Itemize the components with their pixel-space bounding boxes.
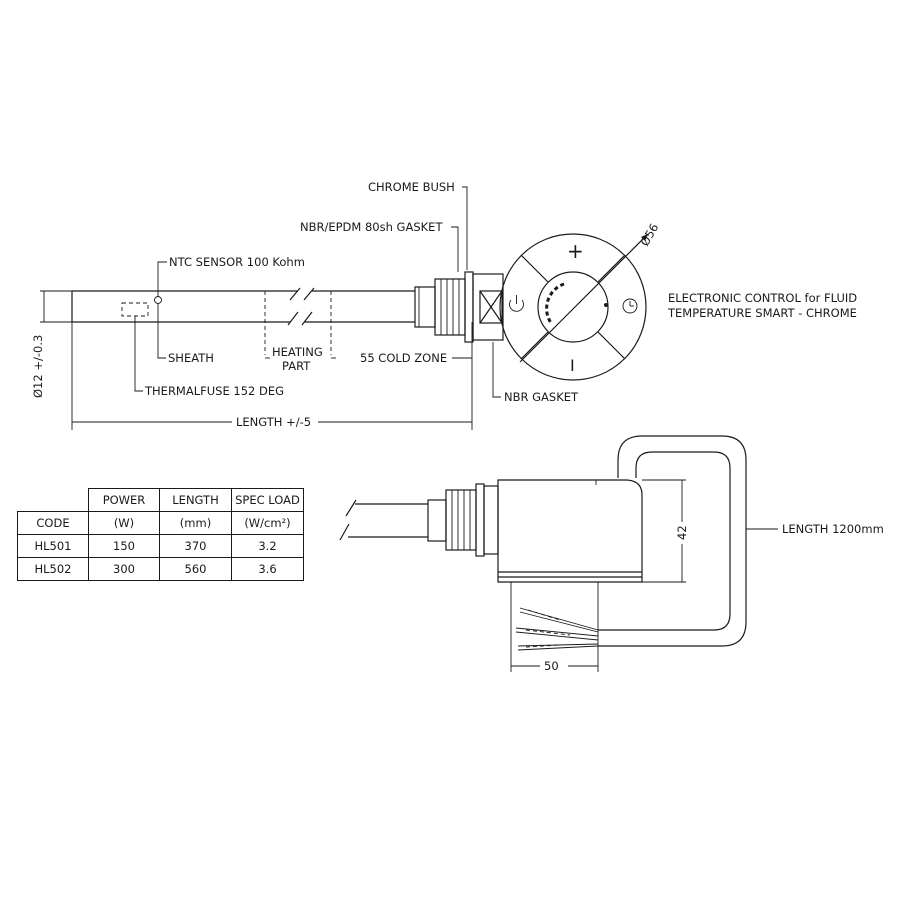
power-icon xyxy=(509,295,524,312)
table-subheader-row: CODE (W) (mm) (W/cm²) xyxy=(17,511,304,535)
label-chrome-bush: CHROME BUSH xyxy=(368,180,455,194)
clock-icon xyxy=(622,298,638,314)
table-cell: HL502 xyxy=(17,557,89,581)
table-cell: 3.2 xyxy=(231,534,304,558)
label-diameter-rod: Ø12 +/-0.3 xyxy=(31,335,45,398)
label-heating-part-1: HEATING xyxy=(272,345,323,359)
label-cold-zone: 55 COLD ZONE xyxy=(360,351,447,365)
table-header-cell xyxy=(17,488,89,512)
table-header-cell: POWER xyxy=(88,488,160,512)
heating-rod xyxy=(71,287,415,355)
table-cell: 300 xyxy=(88,557,160,581)
label-dim-50: 50 xyxy=(544,659,559,673)
table-header-cell: (mm) xyxy=(159,511,232,535)
table-cell: HL501 xyxy=(17,534,89,558)
label-thermalfuse: THERMALFUSE 152 DEG xyxy=(144,384,284,398)
table-cell: 150 xyxy=(88,534,160,558)
label-diameter-head: Ø56 xyxy=(637,221,661,249)
label-length: LENGTH +/-5 xyxy=(236,415,311,429)
label-cable-length: LENGTH 1200mm xyxy=(782,522,884,536)
table-header-cell: CODE xyxy=(17,511,89,535)
minus-symbol: I xyxy=(570,356,575,375)
control-side-view xyxy=(339,435,778,672)
table-header-cell: LENGTH xyxy=(159,488,232,512)
table-header-row: POWER LENGTH SPEC LOAD xyxy=(17,488,304,512)
spec-table: POWER LENGTH SPEC LOAD CODE (W) (mm) (W/… xyxy=(17,488,304,581)
label-dim-42: 42 xyxy=(675,525,689,540)
label-sheath: SHEATH xyxy=(168,351,214,365)
table-header-cell: SPEC LOAD xyxy=(231,488,304,512)
table-header-cell: (W) xyxy=(88,511,160,535)
label-control-1: ELECTRONIC CONTROL for FLUID xyxy=(668,291,857,305)
control-knob xyxy=(499,233,649,381)
table-cell: 370 xyxy=(159,534,232,558)
chrome-bush-fitting xyxy=(414,271,504,343)
table-cell: 560 xyxy=(159,557,232,581)
table-row: HL502 300 560 3.6 xyxy=(17,557,304,581)
table-cell: 3.6 xyxy=(231,557,304,581)
leader-lines xyxy=(40,186,501,430)
label-nbr-gasket: NBR GASKET xyxy=(504,390,579,404)
label-gasket-80sh: NBR/EPDM 80sh GASKET xyxy=(300,220,443,234)
label-heating-part-2: PART xyxy=(282,359,311,373)
label-control-2: TEMPERATURE SMART - CHROME xyxy=(667,306,857,320)
label-ntc-sensor: NTC SENSOR 100 Kohm xyxy=(169,255,305,269)
plus-symbol: + xyxy=(567,239,584,263)
table-row: HL501 150 370 3.2 xyxy=(17,534,304,558)
table-header-cell: (W/cm²) xyxy=(231,511,304,535)
